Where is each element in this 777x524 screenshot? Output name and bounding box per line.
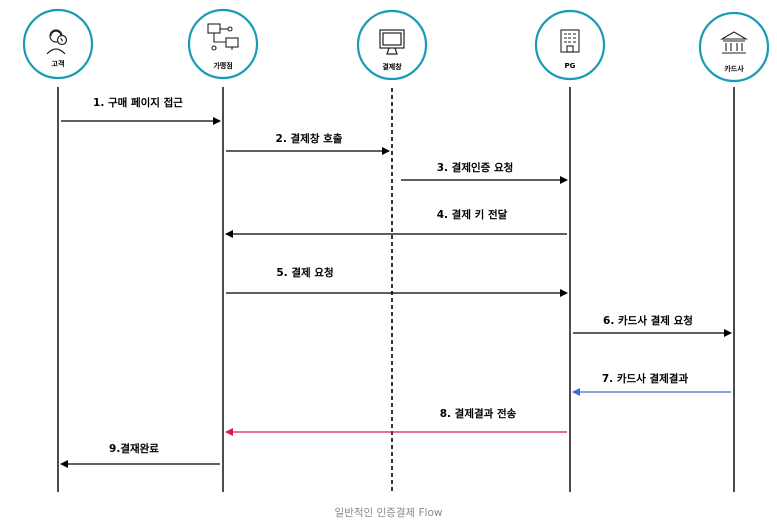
- bank-icon: [719, 31, 749, 54]
- message-8: 8. 결제결과 전송: [225, 407, 567, 436]
- message-4: 4. 결제 키 전달: [225, 208, 567, 238]
- actor-customer: 고객: [22, 8, 94, 80]
- actor-pg: PG: [534, 9, 606, 81]
- message-label-4: 4. 결제 키 전달: [437, 208, 508, 221]
- message-5: 5. 결제 요청: [226, 266, 568, 297]
- message-label-7: 7. 카드사 결제결과: [602, 372, 689, 385]
- actor-label-payment-window: 결제창: [382, 62, 402, 71]
- message-label-5: 5. 결제 요청: [276, 266, 333, 279]
- office-building-icon: [560, 29, 580, 53]
- actor-merchant: 가맹점: [187, 8, 259, 80]
- actor-label-pg: PG: [565, 62, 576, 70]
- message-7: 7. 카드사 결제결과: [572, 372, 731, 396]
- diagram-caption: 일반적인 인증결제 Flow: [334, 507, 443, 519]
- message-2: 2. 결제창 호출: [226, 132, 390, 155]
- actor-payment-window: 결제창: [356, 9, 428, 81]
- message-9: 9.결재완료: [60, 442, 220, 468]
- message-label-2: 2. 결제창 호출: [276, 132, 343, 145]
- network-computers-icon: [207, 23, 239, 51]
- message-label-8: 8. 결제결과 전송: [440, 407, 517, 420]
- message-1: 1. 구매 페이지 접근: [61, 96, 221, 125]
- actor-label-merchant: 가맹점: [213, 61, 232, 70]
- message-3: 3. 결제인증 요청: [401, 161, 568, 184]
- actor-label-card-company: 카드사: [724, 64, 744, 73]
- message-label-3: 3. 결제인증 요청: [437, 161, 514, 174]
- message-label-9: 9.결재완료: [109, 442, 159, 455]
- actor-label-customer: 고객: [52, 59, 65, 68]
- monitor-icon: [379, 29, 405, 55]
- actor-card-company: 카드사: [698, 11, 770, 83]
- message-label-1: 1. 구매 페이지 접근: [93, 96, 183, 109]
- message-6: 6. 카드사 결제 요청: [573, 314, 732, 337]
- message-label-6: 6. 카드사 결제 요청: [603, 314, 693, 327]
- customer-support-icon: [46, 29, 68, 55]
